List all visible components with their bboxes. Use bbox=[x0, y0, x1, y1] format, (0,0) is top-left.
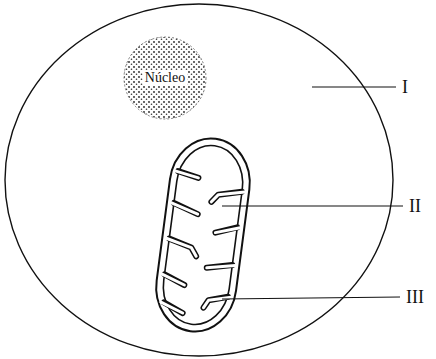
callout-number: I bbox=[402, 78, 408, 96]
leader-line bbox=[222, 297, 400, 299]
callout-number: II bbox=[409, 197, 421, 215]
cell-membrane bbox=[5, 4, 393, 356]
leader-line bbox=[312, 86, 396, 87]
callout-number: III bbox=[406, 288, 424, 306]
nucleus: Núcleo bbox=[123, 36, 207, 120]
mitochondrion bbox=[151, 134, 256, 337]
nucleus-label: Núcleo bbox=[143, 70, 187, 85]
leader-line bbox=[222, 205, 403, 206]
